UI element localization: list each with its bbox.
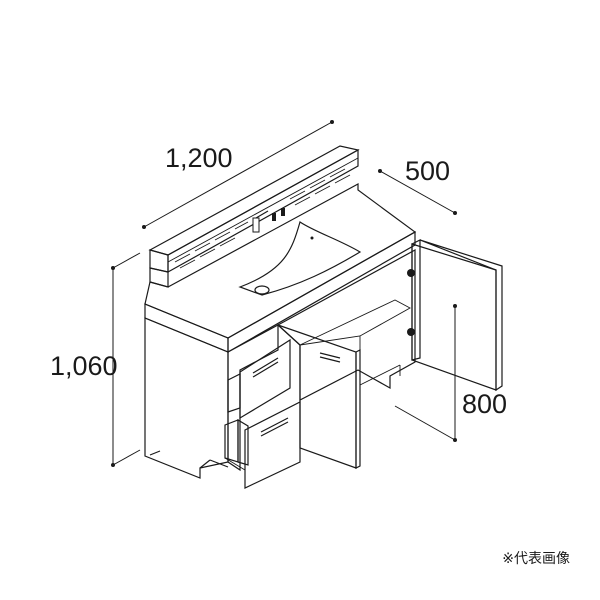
cabinet-body (144, 248, 416, 479)
width-dimension-line (142, 120, 334, 229)
right-cabinet-door (407, 239, 503, 392)
upper-drawer (227, 338, 291, 420)
height-dimension-line (111, 252, 141, 467)
faucet-icon (252, 208, 285, 233)
depth-dimension-line (378, 169, 457, 215)
lower-drawer (224, 401, 301, 489)
width-label: 1,200 (165, 143, 233, 173)
counter-height-label: 800 (462, 389, 507, 419)
representative-image-note: ※代表画像 (502, 551, 570, 567)
left-cabinet-door (277, 324, 361, 469)
counter-height-dimension-line (394, 304, 457, 442)
height-label: 1,060 (50, 351, 118, 381)
depth-label: 500 (405, 156, 450, 186)
